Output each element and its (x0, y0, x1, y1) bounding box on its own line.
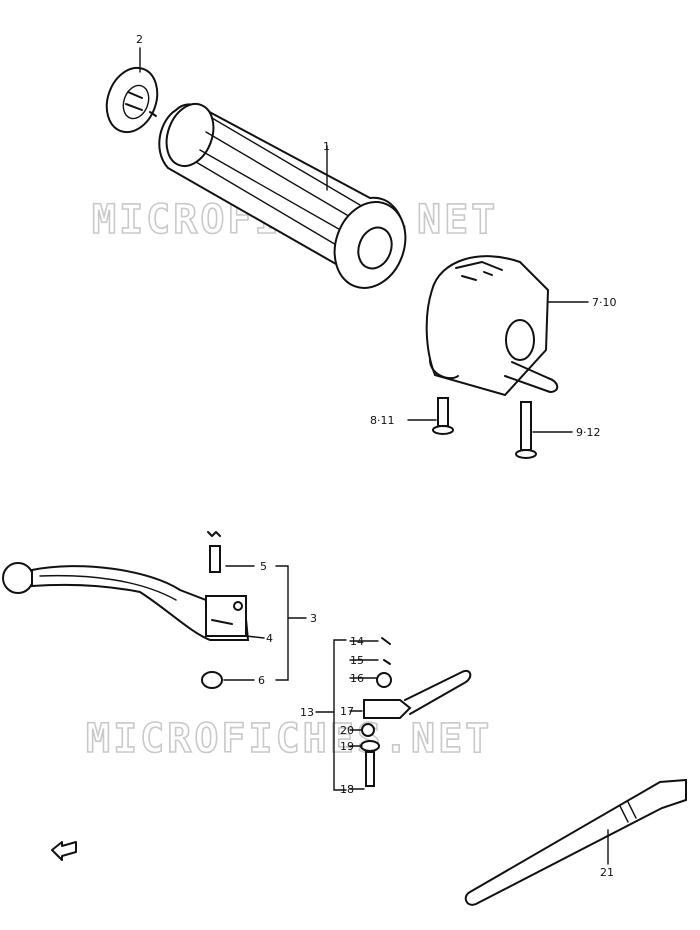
part-7-10-switch-housing (425, 255, 589, 397)
label-17: 17 (340, 705, 354, 718)
label-14: 14 (350, 635, 364, 648)
part-9-12-screw (515, 401, 573, 459)
label-4: 4 (266, 632, 273, 645)
label-8-11: 8·11 (370, 414, 395, 427)
part-3-lever-assembly (2, 562, 307, 681)
label-19: 19 (340, 740, 354, 753)
label-6: 6 (258, 674, 265, 687)
part-2-end-cap (105, 47, 159, 134)
part-5-bolt (207, 531, 255, 573)
part-8-11-screw (407, 397, 454, 435)
label-3: 3 (310, 612, 317, 625)
part-13-switch-assembly (315, 637, 472, 791)
part-1-grip (158, 103, 407, 289)
label-21: 21 (600, 866, 614, 879)
label-1: 1 (323, 140, 330, 153)
label-20: 20 (340, 724, 354, 737)
label-5: 5 (260, 560, 267, 573)
label-13: 13 (300, 706, 314, 719)
part-6-nut (201, 671, 255, 689)
label-16: 16 (350, 672, 364, 685)
direction-arrow-icon (51, 841, 77, 861)
part-21-band (464, 778, 687, 906)
label-2: 2 (136, 33, 143, 46)
label-18: 18 (340, 783, 354, 796)
label-7-10: 7·10 (592, 296, 617, 309)
watermark-bottom: MICROFICHES.NET (86, 716, 492, 762)
label-15: 15 (350, 654, 364, 667)
label-9-12: 9·12 (576, 426, 601, 439)
